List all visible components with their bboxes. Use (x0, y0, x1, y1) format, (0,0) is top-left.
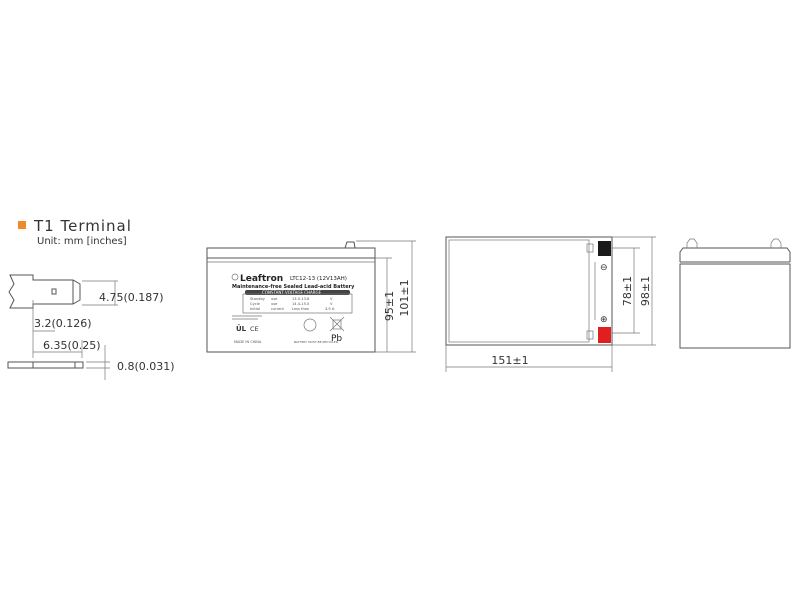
charge-row-unit: 3.9 A (325, 307, 335, 311)
battery-front-view: Leaftron LTC12-13 (12V13AH) Maintenance-… (206, 240, 416, 353)
negative-symbol: ⊖ (600, 263, 608, 273)
positive-symbol: ⊕ (600, 315, 608, 325)
brand-logo: Leaftron (240, 274, 283, 284)
recycle-text: BATTERY MUST BE RECYCLED (294, 340, 339, 344)
battery-subtitle: Maintenance-free Sealed Lead-acid Batter… (232, 284, 355, 290)
terminal-top-drawing (8, 274, 118, 358)
ul-mark-icon: ŪL (236, 324, 247, 333)
charge-row-use: use (271, 302, 278, 306)
made-in-label: MADE IN CHINA (234, 340, 262, 344)
charge-row-use: use (271, 297, 278, 301)
dim-front-total-height: 101±1 (398, 279, 411, 316)
dim-top-length: 151±1 (491, 354, 528, 367)
charge-row-use: current (271, 307, 285, 311)
terminal-title: T1 Terminal (33, 217, 132, 235)
ce-mark: CE (250, 325, 259, 333)
dim-terminal-spacing: 78±1 (621, 276, 634, 306)
dim-terminal-height: 4.75(0.187) (99, 291, 164, 304)
negative-terminal (598, 241, 611, 256)
dim-terminal-length: 6.35(0.25) (43, 339, 101, 352)
charge-row-label: Initial (250, 307, 260, 311)
positive-terminal (598, 327, 611, 343)
dim-terminal-thickness: 0.8(0.031) (117, 360, 175, 373)
battery-side-view (679, 238, 791, 349)
pb-mark: Pb (331, 334, 342, 344)
charge-row-label: Cycle (250, 302, 261, 306)
charge-header: CONSTANT VOLTAGE CHARGE (262, 290, 322, 295)
section-marker-icon (18, 221, 26, 229)
charge-row-value: 14.4-15.0 (292, 302, 310, 306)
terminal-hole (51, 288, 57, 295)
charge-row-unit: V (330, 302, 333, 306)
charge-row-value: 13.5-13.8 (292, 297, 310, 301)
recycle-icon (303, 318, 317, 332)
model-label: LTC12-13 (12V13AH) (290, 276, 347, 282)
unit-label: Unit: mm [inches] (37, 236, 127, 247)
crossed-bin-icon (329, 316, 345, 332)
charge-row-unit: V (330, 297, 333, 301)
dim-top-width: 98±1 (639, 276, 652, 306)
battery-top-view (445, 236, 656, 372)
dim-front-height: 95±1 (383, 291, 396, 321)
terminal-side-drawing (7, 345, 110, 380)
dim-terminal-hole: 3.2(0.126) (34, 317, 92, 330)
charge-row-value: Less than (292, 307, 309, 311)
charge-row-label: Standby (250, 297, 266, 301)
